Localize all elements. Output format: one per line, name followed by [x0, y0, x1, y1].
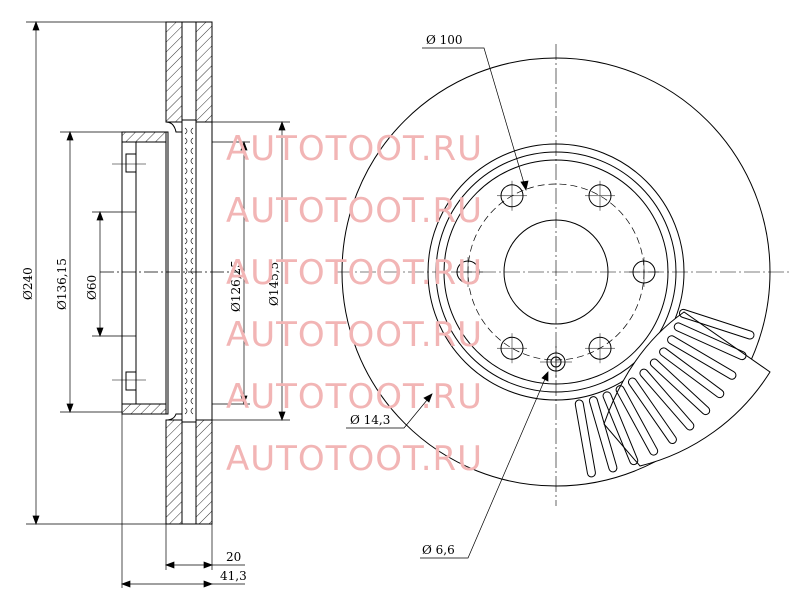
watermark-line-5: AUTOTOOT.RU — [226, 377, 483, 417]
watermark-line-4: AUTOTOOT.RU — [226, 315, 483, 355]
hub-wall-hatch-top — [121, 131, 167, 143]
vent-segment — [184, 147, 194, 155]
vent-segment — [184, 357, 194, 365]
vent-fin — [628, 377, 677, 444]
vent-segment — [184, 317, 194, 325]
hat-outer-edge — [427, 143, 685, 401]
vent-fin — [602, 391, 639, 466]
vent-segment — [184, 247, 194, 255]
vent-fin — [667, 335, 737, 380]
bolt-hole-label: Ø 14,3 — [350, 413, 390, 427]
hat-step-edge — [435, 151, 677, 393]
disc-outer-edge — [341, 57, 771, 487]
vent-fin — [639, 368, 695, 431]
vent-segment — [184, 137, 194, 145]
dim-outer-label: Ø240 — [21, 267, 35, 300]
hat-inner-edge — [443, 159, 669, 385]
vent-fin — [678, 308, 755, 340]
dim-thickness-label: 20 — [226, 550, 241, 564]
stud-hole-upper — [125, 153, 137, 173]
vent-segment — [184, 287, 194, 295]
section-dimensions — [26, 21, 290, 588]
friction-ring-middle — [181, 119, 197, 423]
vent-segment — [184, 127, 194, 135]
vent-segment — [184, 197, 194, 205]
watermark-line-1: AUTOTOOT.RU — [226, 129, 483, 169]
vent-pattern — [184, 127, 194, 415]
vent-segment — [184, 277, 194, 285]
dim-center-bore-label: Ø60 — [85, 275, 99, 300]
vent-channel-lower — [181, 419, 197, 525]
pin-hole-label: Ø 6,6 — [422, 543, 455, 557]
dim-hub-outer-label: Ø136,15 — [55, 258, 69, 310]
vent-segment — [184, 177, 194, 185]
section-view — [100, 21, 240, 525]
vent-segment — [184, 257, 194, 265]
pin-hole — [540, 346, 572, 378]
watermark-line-6: AUTOTOOT.RU — [226, 439, 483, 479]
vent-fin — [574, 399, 596, 478]
vent-fin — [673, 322, 747, 361]
vent-segment — [184, 387, 194, 395]
vent-segment — [184, 307, 194, 315]
vent-fin — [659, 347, 725, 399]
vent-segment — [184, 297, 194, 305]
vent-segment — [184, 267, 194, 275]
front-labels: Ø 100 Ø 14,3 Ø 6,6 — [350, 33, 463, 557]
vent-segment — [184, 377, 194, 385]
section-dimension-labels: Ø240 Ø136,15 Ø60 Ø126,25 Ø145,5 20 41,3 — [21, 258, 281, 583]
vent-segment — [184, 187, 194, 195]
vent-segment — [184, 347, 194, 355]
vent-segment — [184, 217, 194, 225]
vent-segment — [184, 337, 194, 345]
vent-fins — [574, 308, 755, 478]
vent-segment — [184, 167, 194, 175]
dim-inner-face-label: Ø126,25 — [229, 260, 243, 312]
vent-segment — [184, 227, 194, 235]
vent-fin — [588, 396, 618, 473]
watermark-line-3: AUTOTOOT.RU — [226, 253, 483, 293]
vent-segment — [184, 397, 194, 405]
vent-segment — [184, 237, 194, 245]
vent-segment — [184, 367, 194, 375]
vent-segment — [184, 327, 194, 335]
watermark: AUTOTOOT.RU AUTOTOOT.RU AUTOTOOT.RU AUTO… — [226, 129, 483, 479]
center-bore — [503, 219, 609, 325]
hub-flange — [135, 141, 167, 405]
vent-fin — [615, 385, 659, 456]
dim-height-label: 41,3 — [220, 569, 247, 583]
vent-segment — [184, 157, 194, 165]
vent-channel-upper — [181, 21, 197, 123]
watermark-line-2: AUTOTOOT.RU — [226, 191, 483, 231]
stud-hole-lower — [125, 371, 137, 391]
vent-segment — [184, 207, 194, 215]
bolt-circle-label: Ø 100 — [426, 33, 463, 47]
vent-segment — [184, 407, 194, 415]
hub-wall-hatch-bottom — [121, 403, 167, 415]
dim-face-label: Ø145,5 — [267, 262, 281, 306]
bolt-holes — [453, 180, 659, 364]
front-view — [336, 44, 790, 506]
front-leaders — [346, 47, 549, 559]
vent-fin — [649, 358, 711, 416]
